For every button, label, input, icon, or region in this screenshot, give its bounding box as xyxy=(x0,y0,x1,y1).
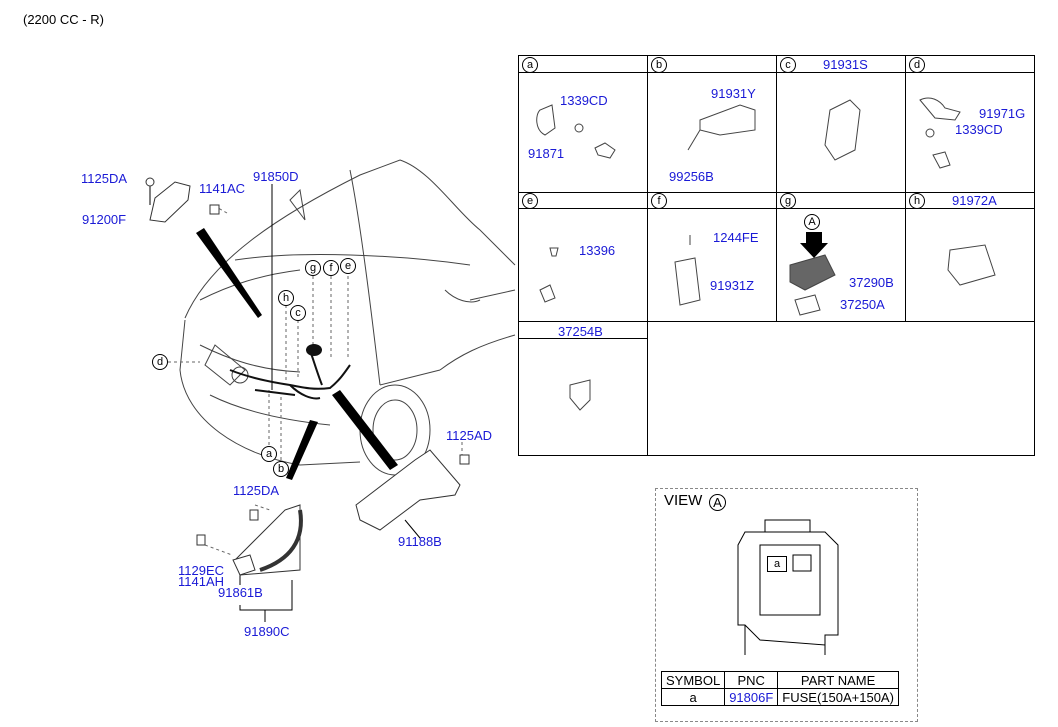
callout-g[interactable]: g xyxy=(305,260,321,276)
cell-a-label-91871: 91871 xyxy=(528,146,565,161)
cell-f-label-1244fe: 1244FE xyxy=(713,230,759,245)
label-1129ec: 1129EC xyxy=(178,563,225,578)
table-cell-part-name: FUSE(150A+150A) xyxy=(777,688,899,706)
cell-c-title: 91931S xyxy=(823,57,868,72)
callout-f[interactable]: f xyxy=(323,260,339,276)
cell-e-letter: e xyxy=(522,193,538,209)
table-cell-symbol: a xyxy=(660,688,726,706)
label-91850d: 91850D xyxy=(253,169,299,184)
cell-d-label-91971g: 91971G xyxy=(979,106,1026,121)
label-1141ah: 1141AH xyxy=(178,574,225,589)
label-1141ac: 1141AC xyxy=(199,181,246,196)
label-91188b: 91188B xyxy=(398,534,442,549)
cell-h-title: 91972A xyxy=(952,193,997,208)
parts-table: SYMBOL PNC PART NAME a 91806F FUSE(150A+… xyxy=(660,671,899,706)
engine-spec-header: (2200 CC - R) xyxy=(23,12,104,27)
label-1125ad: 1125AD xyxy=(446,428,493,443)
callout-b[interactable]: b xyxy=(273,461,289,477)
table-cell-pnc[interactable]: 91806F xyxy=(724,688,779,706)
view-a-panel xyxy=(655,488,918,722)
cell-d-label-1339cd: 1339CD xyxy=(955,122,1003,137)
cell-c-letter: c xyxy=(780,57,796,73)
cell-b-letter: b xyxy=(651,57,667,73)
cell-extra-title: 37254B xyxy=(558,324,603,339)
table-header-symbol: SYMBOL xyxy=(660,671,726,689)
cell-b-label-99256b: 99256B xyxy=(669,169,714,184)
cell-a-letter: a xyxy=(522,57,538,73)
cell-g-label-37250a: 37250A xyxy=(840,297,885,312)
callout-a[interactable]: a xyxy=(261,446,277,462)
cell-g-letter: g xyxy=(780,193,796,209)
label-1125da-bottom: 1125DA xyxy=(233,483,280,498)
table-header-part-name: PART NAME xyxy=(777,671,899,689)
cell-h-letter: h xyxy=(909,193,925,209)
cell-d-letter: d xyxy=(909,57,925,73)
callout-d[interactable]: d xyxy=(152,354,168,370)
cell-b-label-91931y: 91931Y xyxy=(711,86,756,101)
callout-c[interactable]: c xyxy=(290,305,306,321)
cell-g-view-ref: A xyxy=(804,214,820,230)
table-header-pnc: PNC xyxy=(724,671,779,689)
view-title: VIEW xyxy=(664,492,703,509)
label-91200f: 91200F xyxy=(82,212,127,227)
callout-h[interactable]: h xyxy=(278,290,294,306)
table-row: a 91806F FUSE(150A+150A) xyxy=(660,688,899,706)
label-91890c: 91890C xyxy=(244,624,290,639)
fuse-slot-a: a xyxy=(767,556,787,572)
cell-f-letter: f xyxy=(651,193,667,209)
label-91861b: 91861B xyxy=(218,585,263,600)
view-ref-a: A xyxy=(709,494,726,511)
cell-a-label-1339cd: 1339CD xyxy=(560,93,608,108)
label-1125da-top: 1125DA xyxy=(81,171,128,186)
callout-e[interactable]: e xyxy=(340,258,356,274)
cell-e-label-13396: 13396 xyxy=(579,243,616,258)
cell-g-label-37290b: 37290B xyxy=(849,275,894,290)
cell-f-label-91931z: 91931Z xyxy=(710,278,755,293)
